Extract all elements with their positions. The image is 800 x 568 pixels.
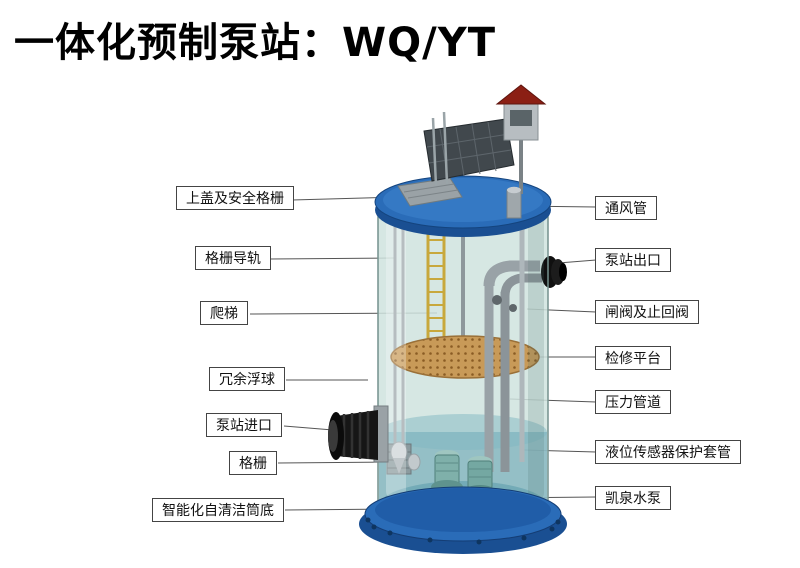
page-title: 一体化预制泵站：WQ/YT: [14, 20, 496, 66]
label-maintenance-platform: 检修平台: [595, 346, 671, 370]
label-redundant-float: 冗余浮球: [209, 367, 285, 391]
label-vent-pipe: 通风管: [595, 196, 657, 220]
float-balls: [390, 441, 421, 474]
outlet-flange: [541, 256, 567, 288]
open-grating-panel: [423, 118, 515, 182]
gate-check-valves: [492, 295, 517, 312]
label-level-sensor-sleeve: 液位传感器保护套管: [595, 440, 741, 464]
grille-guide-rails: [393, 225, 405, 445]
cabinet-red-roof: [495, 84, 547, 105]
label-grille: 格栅: [229, 451, 277, 475]
control-cabinet: [495, 84, 547, 194]
glass-highlight: [386, 216, 406, 500]
vent-pipe: [506, 186, 522, 219]
label-pressure-pipe: 压力管道: [595, 390, 671, 414]
label-kaiquan-pump: 凯泉水泵: [595, 486, 671, 510]
label-ladder: 爬梯: [200, 301, 248, 325]
bottom-flange: [359, 486, 567, 554]
glass-shade: [528, 214, 544, 500]
maintenance-platform: [390, 335, 540, 379]
lifting-rods: [431, 111, 449, 187]
label-grille-guide-rail: 格栅导轨: [195, 246, 271, 270]
label-top-cover-safety-grille: 上盖及安全格栅: [176, 186, 294, 210]
safety-grille-hatch: [397, 177, 463, 207]
label-station-outlet: 泵站出口: [595, 248, 671, 272]
inlet-bellows: [328, 405, 389, 463]
label-gate-and-check-valve: 闸阀及止回阀: [595, 300, 699, 324]
label-station-inlet: 泵站进口: [206, 413, 282, 437]
label-smart-self-cleaning-bottom: 智能化自清洁筒底: [152, 498, 284, 522]
pressure-pipes: [483, 260, 542, 472]
internal-ladder: [426, 232, 446, 346]
